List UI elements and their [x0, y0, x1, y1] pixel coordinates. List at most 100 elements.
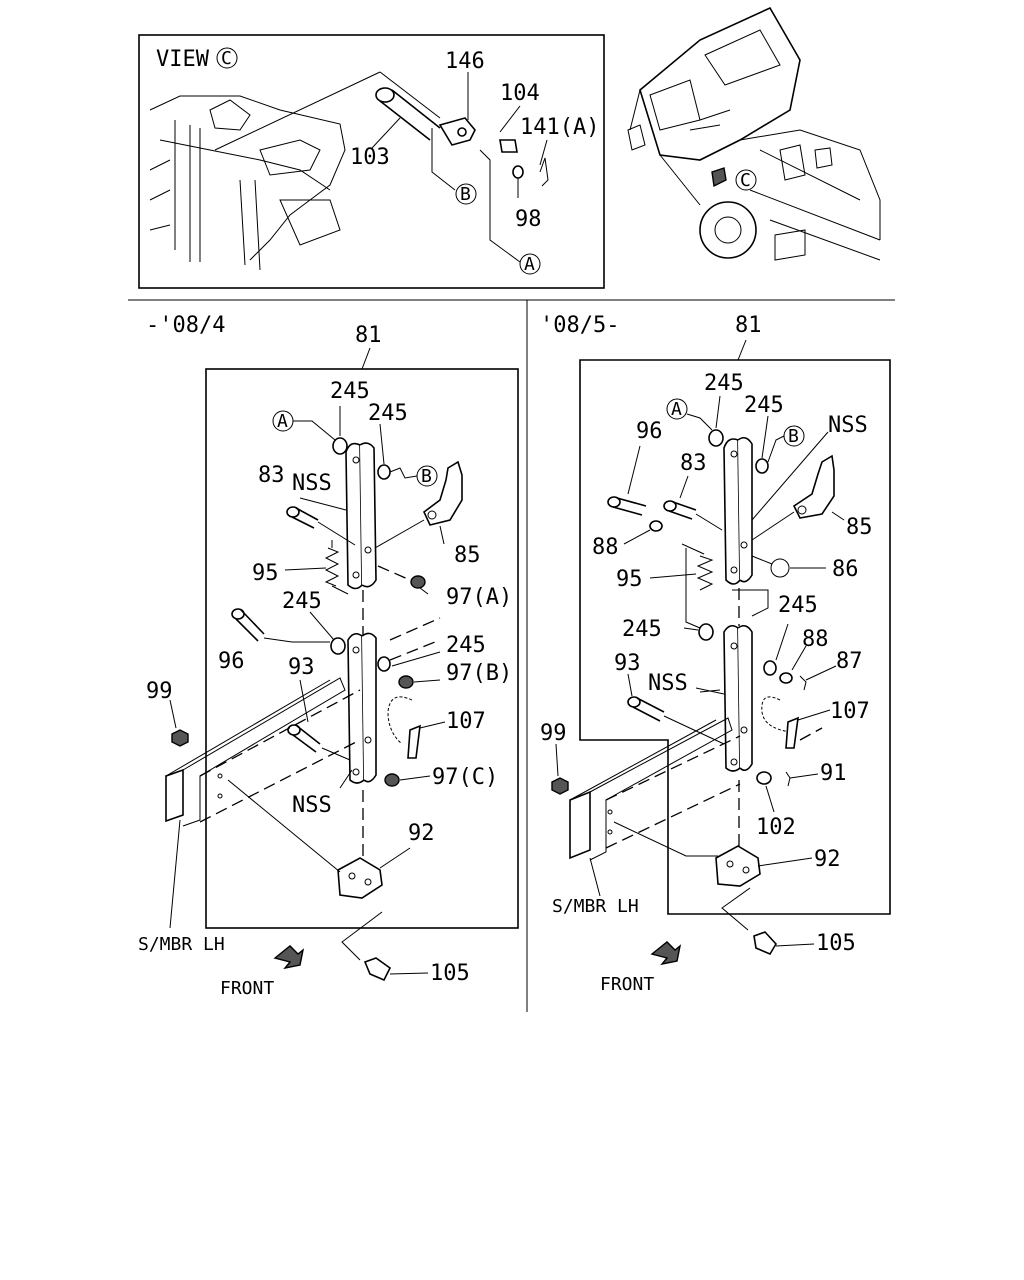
label-103: 103 — [350, 145, 390, 170]
label-107-left: 107 — [446, 709, 486, 734]
label-92-right: 92 — [814, 847, 841, 872]
nut-97a-left — [410, 575, 426, 589]
label-81-right: 81 — [735, 313, 762, 338]
label-245-d-right: 245 — [778, 593, 818, 618]
label-88-b-right: 88 — [802, 627, 829, 652]
label-245-c-left: 245 — [282, 589, 322, 614]
chain-pin-107-right — [761, 696, 831, 749]
callout-b-right: B — [788, 426, 799, 447]
upper-link-right — [723, 436, 753, 585]
label-96-left: 96 — [218, 649, 245, 674]
pin-83-left — [286, 506, 356, 546]
bushing-245-d — [763, 660, 777, 676]
label-front-left: FRONT — [220, 978, 274, 999]
bracket-146 — [438, 72, 476, 146]
bushing-245-c — [330, 637, 346, 655]
label-95-right: 95 — [616, 567, 643, 592]
label-nss-1-right: NSS — [828, 413, 868, 438]
label-245-c-right: 245 — [622, 617, 662, 642]
label-99-left: 99 — [146, 679, 173, 704]
label-245-d-left: 245 — [446, 633, 486, 658]
front-arrow-icon-left — [273, 945, 305, 970]
pin-96-right — [607, 445, 647, 516]
side-member-right — [569, 717, 741, 861]
callout-b-circle-icon — [455, 183, 477, 205]
view-title: VIEW — [156, 47, 210, 72]
right-assembly-panel: '08/5- 81 A B — [540, 313, 891, 995]
pin-93-left — [287, 724, 351, 761]
bracket-85-right — [751, 454, 845, 541]
pin-96-left — [231, 608, 330, 643]
callout-a-left: A — [277, 411, 288, 432]
label-141a: 141(A) — [520, 115, 599, 140]
washer-98 — [512, 165, 524, 179]
label-nss-2-right: NSS — [648, 671, 688, 696]
snap-ring-86 — [770, 558, 790, 578]
bushing-245-a — [332, 437, 348, 455]
pin-93-right — [627, 673, 725, 745]
label-86-right: 86 — [832, 557, 859, 582]
callout-b: B — [460, 184, 471, 205]
label-smbr-left: S/MBR LH — [138, 934, 225, 955]
front-arrow-icon-right — [650, 941, 682, 966]
spring-95-left — [324, 540, 349, 595]
washer-88-a — [649, 520, 663, 532]
truck-illustration: C — [627, 6, 881, 261]
callout-a-circle-icon — [519, 253, 541, 275]
washer-88-b — [779, 672, 793, 684]
right-assembly-frame — [579, 359, 891, 915]
label-93-left: 93 — [288, 655, 315, 680]
period-right: '08/5- — [540, 313, 619, 338]
label-105-right: 105 — [816, 931, 856, 956]
spring-95-right — [649, 543, 769, 629]
bushing-245-a — [708, 429, 724, 447]
label-87-right: 87 — [836, 649, 863, 674]
label-81-left: 81 — [355, 323, 382, 348]
pin-103 — [371, 87, 441, 149]
label-nss-2-left: NSS — [292, 793, 332, 818]
callout-a: A — [524, 254, 535, 275]
bolt-105-right — [721, 887, 815, 956]
bracket-92-left — [337, 847, 411, 899]
view-c-circle-icon — [216, 47, 238, 69]
bushing-245-b — [755, 458, 769, 474]
arrow-c-icon — [711, 167, 727, 188]
label-92-left: 92 — [408, 821, 435, 846]
cotter-pin-87 — [799, 675, 807, 691]
callout-c-circle-icon — [735, 169, 757, 191]
upper-link-left — [345, 442, 377, 590]
nut-99-right — [551, 777, 569, 795]
callout-a-circle-icon — [666, 398, 688, 420]
nut-97b-left — [398, 675, 414, 689]
nut-97c-left — [384, 773, 400, 787]
view-c-mark: C — [221, 48, 232, 69]
label-front-right: FRONT — [600, 974, 654, 995]
callout-b-left: B — [421, 466, 432, 487]
label-85-left: 85 — [454, 543, 481, 568]
bracket-92-right — [715, 845, 813, 887]
label-245-b-left: 245 — [368, 401, 408, 426]
label-146: 146 — [445, 49, 485, 74]
lower-link-left — [347, 632, 377, 784]
label-97a-left: 97(A) — [446, 585, 512, 610]
label-85-right: 85 — [846, 515, 873, 540]
label-107-right: 107 — [830, 699, 870, 724]
bolt-105-left — [341, 911, 429, 982]
label-104: 104 — [500, 81, 540, 106]
label-95-left: 95 — [252, 561, 279, 586]
bracket-85-left — [374, 460, 463, 549]
bushing-245-d — [377, 656, 391, 672]
nut-99-left — [171, 729, 189, 747]
callout-a-right: A — [671, 399, 682, 420]
side-member-left — [165, 677, 361, 873]
label-88-a-right: 88 — [592, 535, 619, 560]
clip-141a — [539, 157, 549, 187]
bolt-104 — [499, 105, 521, 153]
label-91-right: 91 — [820, 761, 847, 786]
label-245-b-right: 245 — [744, 393, 784, 418]
left-assembly-panel: -'08/4 81 A B — [138, 313, 519, 999]
label-98: 98 — [515, 207, 542, 232]
label-97b-left: 97(B) — [446, 661, 512, 686]
callout-c: C — [740, 170, 751, 191]
